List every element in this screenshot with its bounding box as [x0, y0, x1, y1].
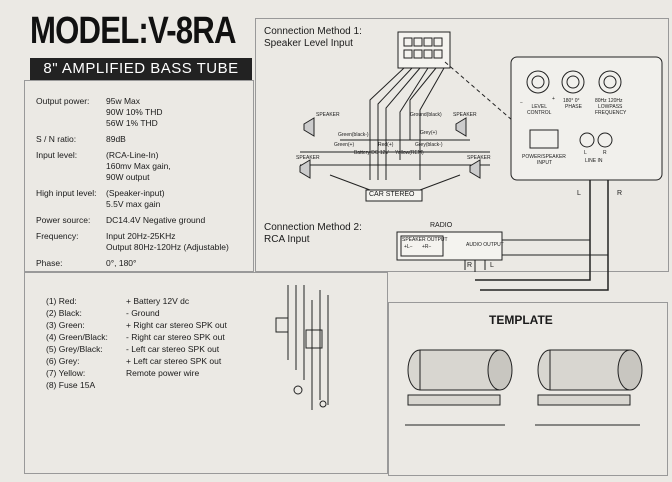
spec-label: Power source:: [36, 215, 91, 225]
lowpass-label: LOWPASS: [598, 104, 623, 110]
spec-label: Frequency:: [36, 231, 79, 241]
spec-label: Phase:: [36, 258, 63, 268]
wire-name: (6) Grey:: [46, 356, 80, 366]
line-in-label: LINE IN: [585, 158, 603, 164]
spec-value: 90W output: [106, 172, 150, 182]
grey-plus-label: Grey(+): [420, 130, 438, 136]
wire-desc: - Ground: [126, 308, 160, 318]
speaker-label-1: SPEAKER: [316, 112, 340, 118]
spec-label: High input level:: [36, 188, 97, 198]
grey-black-label: Grey(black-): [415, 142, 443, 148]
wire-name: (2) Black:: [46, 308, 82, 318]
spec-value: 89dB: [106, 134, 126, 144]
car-stereo-label: CAR STEREO: [369, 191, 415, 198]
ground-label: Ground(black): [410, 112, 442, 118]
wire-desc: + Right car stereo SPK out: [126, 320, 227, 330]
spec-value: 160mv Max gain,: [106, 161, 171, 171]
wire-desc: + Left car stereo SPK out: [126, 356, 222, 366]
wire-desc: - Right car stereo SPK out: [126, 332, 225, 342]
spec-value: DC14.4V Negative ground: [106, 215, 206, 225]
level-plus: +: [552, 96, 555, 102]
amp-control-panel: [475, 56, 663, 291]
spk-r-label: +R−: [422, 244, 432, 250]
panel-l: L: [584, 150, 587, 156]
wire-name: (3) Green:: [46, 320, 85, 330]
spec-label: Input level:: [36, 150, 78, 160]
spec-value: 90W 10% THD: [106, 107, 163, 117]
input-label: INPUT: [537, 160, 552, 166]
connection-panel: [255, 18, 669, 272]
spec-value: Input 20Hz-25KHz: [106, 231, 176, 241]
speaker-label-2: SPEAKER: [453, 112, 477, 118]
method2-title: Connection Method 2:: [264, 222, 362, 233]
speaker-label-3: SPEAKER: [296, 155, 320, 161]
wire-desc: - Left car stereo SPK out: [126, 344, 220, 354]
spec-value: 56W 1% THD: [106, 118, 158, 128]
specifications-panel: [24, 80, 254, 272]
method2-subtitle: RCA Input: [264, 234, 310, 245]
frequency-label: FREQUENCY: [595, 110, 627, 116]
wire-name: (5) Grey/Black:: [46, 344, 103, 354]
battery-label: Battery DC 12V: [354, 150, 389, 156]
spec-label: Output power:: [36, 96, 90, 106]
speakers: [299, 117, 481, 179]
product-banner: 8" AMPLIFIED BASS TUBE: [30, 58, 252, 80]
rca-r-label: R: [617, 190, 623, 197]
phase-label: PHASE: [565, 104, 582, 110]
speaker-output-label: SPEAKER OUTPUT: [402, 237, 448, 243]
radio-label: RADIO: [430, 222, 453, 229]
spec-value: (RCA-Line-In): [106, 150, 159, 160]
spec-label: S / N ratio:: [36, 134, 77, 144]
wire-desc: Remote power wire: [126, 368, 200, 378]
spec-value: 0°, 180°: [106, 258, 137, 268]
rca2-l: L: [490, 262, 494, 269]
speaker-label-4: SPEAKER: [467, 155, 491, 161]
green-plus-label: Green(+): [334, 142, 355, 148]
green-black-label: Green(black-): [338, 132, 369, 138]
spk-l-label: +L−: [404, 244, 413, 250]
method1-title: Connection Method 1:: [264, 26, 362, 37]
radio-unit: [396, 231, 503, 272]
wire-name: (4) Green/Black:: [46, 332, 108, 342]
rca2-r: R: [467, 262, 473, 269]
power-label: POWER/SPEAKER: [522, 154, 566, 160]
wire-desc: + Battery 12V dc: [126, 296, 190, 306]
wire-name: (8) Fuse 15A: [46, 380, 96, 390]
spec-value: 95w Max: [106, 96, 141, 106]
rca-l-label: L: [577, 190, 581, 197]
harness-drawing: [275, 285, 329, 410]
template-drawing: [405, 349, 643, 426]
spec-value: 5.5V max gain: [106, 199, 161, 209]
method1-subtitle: Speaker Level Input: [264, 38, 353, 49]
model-title: MODEL:V-8RA: [30, 10, 236, 52]
yellow-label: Yellow(REM): [395, 150, 424, 156]
audio-output-label: AUDIO OUTPUT: [466, 242, 504, 248]
panel-r: R: [603, 150, 607, 156]
level-minus: −: [520, 100, 523, 106]
red-label: Red(+): [378, 142, 394, 148]
template-title: TEMPLATE: [489, 313, 553, 327]
harness-connector: [300, 31, 490, 202]
wire-name: (7) Yellow:: [46, 368, 86, 378]
phase-values: 180° 0°: [563, 98, 580, 104]
lowpass-values: 80Hz 120Hz: [595, 98, 623, 104]
spec-value: (Speaker-input): [106, 188, 165, 198]
wire-name: (1) Red:: [46, 296, 77, 306]
template-panel: [388, 302, 668, 476]
spec-value: Output 80Hz-120Hz (Adjustable): [106, 242, 229, 252]
wire-legend-panel: [24, 272, 388, 474]
level-control-label: LEVEL CONTROL: [527, 104, 552, 116]
